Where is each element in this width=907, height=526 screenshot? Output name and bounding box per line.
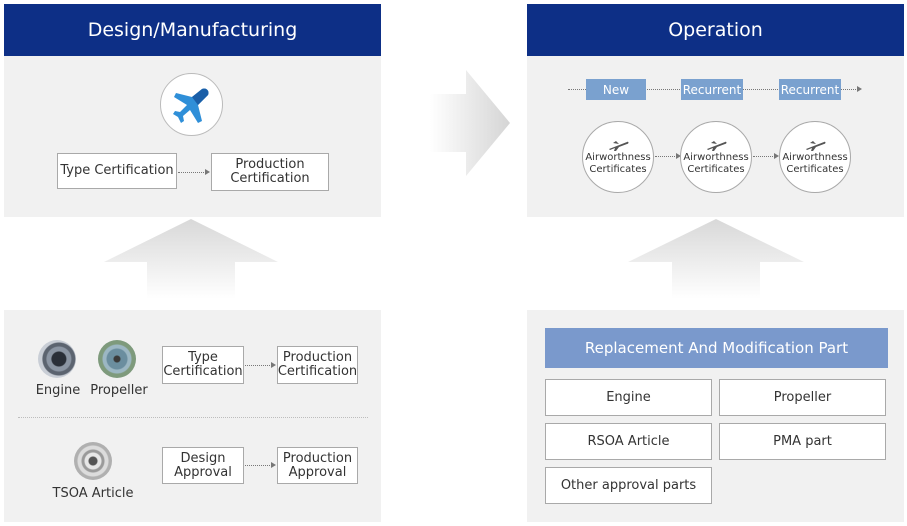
cert-label: Airworthness Certificates <box>683 152 749 175</box>
replacement-item-pma: PMA part <box>719 423 886 460</box>
connector-dots <box>753 156 775 157</box>
replacement-item-other: Other approval parts <box>545 467 712 504</box>
tag-recurrent-1: Recurrent <box>681 79 743 100</box>
tag-recurrent-2: Recurrent <box>779 79 841 100</box>
replacement-header: Replacement And Modification Part <box>545 328 888 368</box>
arrowhead <box>271 362 276 368</box>
replacement-item-engine: Engine <box>545 379 712 416</box>
flow-arrow-up-left <box>104 219 278 299</box>
arrowhead <box>676 153 681 159</box>
propeller-label: Propeller <box>90 383 148 398</box>
cert-label: Airworthness Certificates <box>585 152 651 175</box>
connector-dots <box>245 365 272 366</box>
production-certification-box: Production Certification <box>211 153 329 191</box>
operation-header: Operation <box>527 4 904 56</box>
arrowhead <box>205 169 210 175</box>
design-approval-box: Design Approval <box>162 447 244 484</box>
tag-new: New <box>586 79 646 100</box>
replacement-item-propeller: Propeller <box>719 379 886 416</box>
plane-icon <box>609 141 629 151</box>
type-certification-box-lower: Type Certification <box>162 346 244 384</box>
design-header: Design/Manufacturing <box>4 4 381 56</box>
replacement-item-rsoa: RSOA Article <box>545 423 712 460</box>
airworthness-cert-1: Airworthness Certificates <box>582 121 654 193</box>
tsoa-article-icon <box>74 442 112 480</box>
propeller-icon <box>98 340 136 378</box>
airworthness-cert-3: Airworthness Certificates <box>779 121 851 193</box>
plane-icon <box>707 141 727 151</box>
tsoa-label: TSOA Article <box>52 486 134 501</box>
arrowhead <box>271 462 276 468</box>
production-certification-box-lower: Production Certification <box>277 346 358 384</box>
flow-arrow-right <box>430 70 510 176</box>
production-approval-box: Production Approval <box>277 447 358 484</box>
cert-label: Airworthness Certificates <box>782 152 848 175</box>
airplane-icon <box>160 73 223 136</box>
engine-label: Engine <box>35 383 81 398</box>
flow-arrow-up-right <box>628 219 804 299</box>
type-certification-box: Type Certification <box>57 153 177 189</box>
connector-dots <box>178 172 206 173</box>
airworthness-cert-2: Airworthness Certificates <box>680 121 752 193</box>
engine-icon <box>38 340 76 378</box>
connector-dots <box>245 465 272 466</box>
arrowhead <box>774 153 779 159</box>
plane-icon <box>806 141 826 151</box>
timeline-arrowhead <box>857 86 862 92</box>
connector-dots <box>655 156 677 157</box>
section-divider <box>18 417 368 418</box>
